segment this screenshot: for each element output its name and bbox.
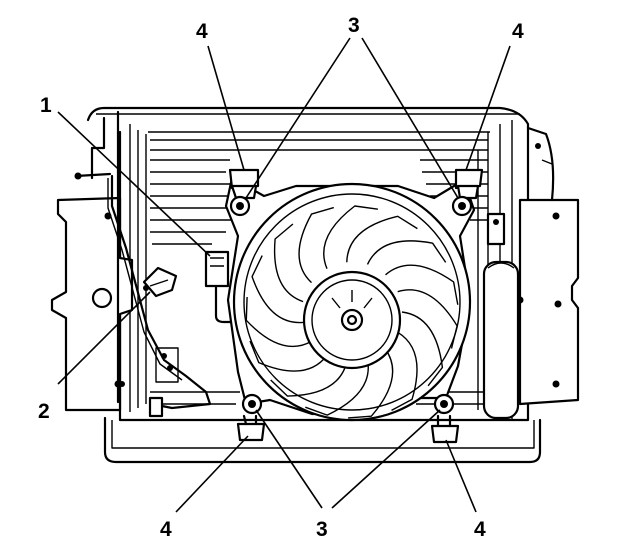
fan-blade (298, 206, 334, 284)
fan-blade (245, 296, 312, 348)
callout-4-bottom-right: 4 (474, 518, 486, 541)
leader-lines (57, 37, 511, 513)
lower-right-mount-bracket (430, 414, 460, 444)
left-plate-hole (91, 287, 113, 309)
fan-blade (348, 348, 394, 419)
callout-1: 1 (40, 94, 52, 117)
callout-4-top-left: 4 (196, 20, 208, 43)
left-mounting-plate (50, 196, 134, 412)
fan-blade (273, 223, 304, 303)
callout-3-bottom: 3 (316, 518, 328, 541)
fan-motor-hub (302, 270, 402, 370)
lower-tray (103, 416, 542, 464)
fan-blade (401, 311, 444, 387)
right-mounting-plate (516, 198, 580, 406)
wiring-harness (107, 174, 242, 418)
callout-4-top-right: 4 (512, 20, 524, 43)
fan-blade (270, 361, 348, 397)
fan-blade (385, 264, 459, 305)
lower-left-mount-bracket (236, 414, 266, 442)
radiator-side-tanks (74, 110, 555, 404)
fan-blade (323, 205, 378, 269)
upper-right-mount-bolt (451, 195, 473, 217)
fan-blade (366, 240, 447, 265)
fan-blade (251, 255, 304, 324)
coolant-sensor (142, 266, 178, 298)
fan-blade (391, 331, 418, 412)
callout-4-bottom-left: 4 (160, 518, 172, 541)
fan-blade (397, 289, 458, 349)
fan-blade (346, 215, 418, 263)
upper-left-mount-bolt (229, 195, 251, 217)
fan-blade (305, 359, 369, 416)
fan-blade (249, 340, 328, 372)
lower-right-mount-bolt (433, 393, 455, 415)
callout-2: 2 (38, 400, 50, 423)
fan-motor-electrical-connector (204, 250, 230, 288)
fan-blades (245, 205, 459, 419)
upper-left-mount-bracket (228, 168, 260, 200)
receiver-drier (482, 212, 520, 420)
callout-3-top: 3 (348, 14, 360, 37)
upper-right-mount-bracket (454, 168, 484, 200)
lower-left-mount-bolt (241, 393, 263, 415)
